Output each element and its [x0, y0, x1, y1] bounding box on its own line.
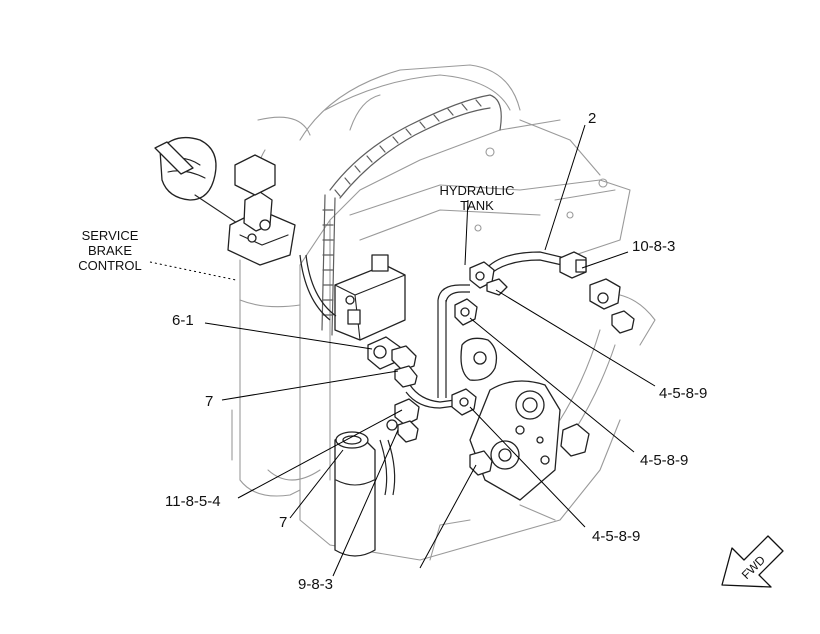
leader-4-5-8-9-b — [469, 317, 635, 453]
leader-10-8-3 — [581, 251, 629, 269]
engine-background — [231, 64, 656, 561]
label-part-7-upper: 7 — [205, 393, 214, 410]
leader-7-lower — [289, 449, 344, 519]
leader-9-8-3 — [332, 429, 399, 577]
label-part-2: 2 — [588, 110, 597, 127]
leader-4-5-8-9-a — [495, 289, 656, 387]
label-part-4-5-8-9-c: 4-5-8-9 — [592, 528, 641, 545]
valve-block — [334, 254, 406, 341]
label-hydraulic-tank-line1: HYDRAULIC — [439, 183, 515, 198]
label-part-9-8-3: 9-8-3 — [298, 576, 334, 593]
hose-lines — [299, 251, 635, 557]
chain-links — [322, 99, 482, 316]
fwd-arrow: FWD — [721, 535, 784, 588]
label-part-7-lower: 7 — [279, 514, 288, 531]
label-service-brake-control-line1: SERVICE — [81, 228, 139, 243]
brake-control-assembly — [154, 136, 296, 266]
leader-hydraulic-tank — [464, 199, 469, 266]
label-service-brake-control-line2: BRAKE — [87, 243, 133, 258]
label-part-4-5-8-9-b: 4-5-8-9 — [640, 452, 689, 469]
leader-6-1 — [204, 322, 373, 350]
leader-11-8-5-4 — [237, 409, 403, 499]
leader-lines — [149, 124, 656, 577]
leader-service-brake-control — [149, 261, 237, 281]
label-part-10-8-3: 10-8-3 — [632, 238, 676, 255]
label-service-brake-control: SERVICE BRAKE CONTROL — [70, 228, 150, 273]
label-hydraulic-tank: HYDRAULIC TANK — [432, 183, 522, 213]
leader-lower-fitting — [419, 464, 477, 569]
label-part-11-8-5-4: 11-8-5-4 — [165, 493, 221, 510]
label-part-4-5-8-9-a: 4-5-8-9 — [659, 385, 708, 402]
label-hydraulic-tank-line2: TANK — [460, 198, 494, 213]
label-service-brake-control-line3: CONTROL — [78, 258, 142, 273]
leader-4-5-8-9-c — [469, 406, 586, 528]
leader-7-upper — [221, 370, 399, 401]
label-part-6-1: 6-1 — [172, 312, 194, 329]
leader-2 — [544, 124, 586, 251]
